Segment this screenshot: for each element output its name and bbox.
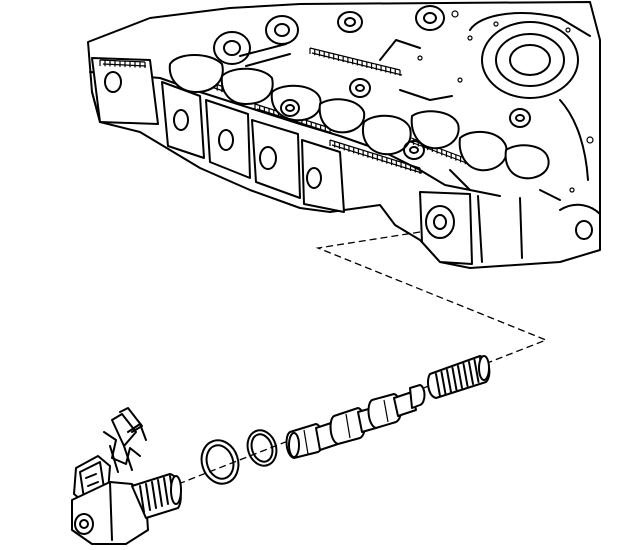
- solenoid: [71, 455, 182, 545]
- o-ring-small: [246, 429, 278, 467]
- valve-body: [87, 1, 601, 269]
- valve-spool: [285, 384, 426, 459]
- o-ring-large: [200, 439, 240, 485]
- valve-spring: [427, 355, 491, 399]
- retaining-clip: [103, 407, 147, 473]
- assembly-leader-line: [167, 231, 548, 489]
